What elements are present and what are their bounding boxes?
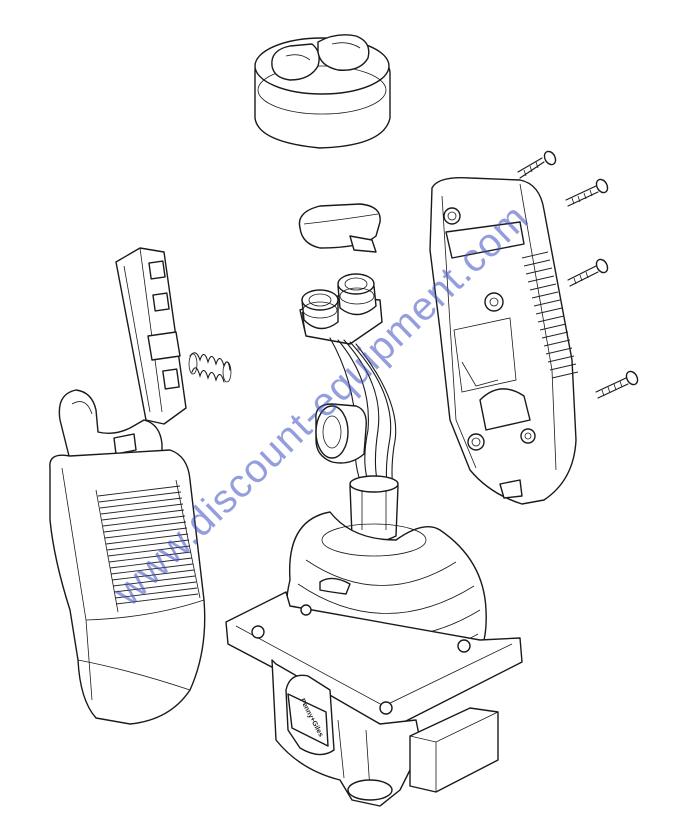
left-grip-ridges — [97, 485, 199, 605]
screw-2 — [565, 178, 609, 207]
left-handle-frame — [115, 247, 187, 425]
spring — [188, 352, 232, 383]
screws — [517, 150, 639, 399]
screw-3 — [567, 258, 609, 287]
dual-switch-block — [299, 273, 383, 345]
wiring-harness — [315, 337, 397, 495]
lower-switch-body: Penny+Giles — [271, 659, 499, 807]
top-button-cap — [254, 34, 391, 149]
rocker-switch — [298, 203, 381, 253]
left-handle-grip — [49, 389, 206, 725]
screw-4 — [595, 370, 639, 399]
screw-1 — [517, 150, 557, 179]
right-grip-ridges — [521, 251, 579, 379]
right-handle-housing — [429, 177, 579, 505]
